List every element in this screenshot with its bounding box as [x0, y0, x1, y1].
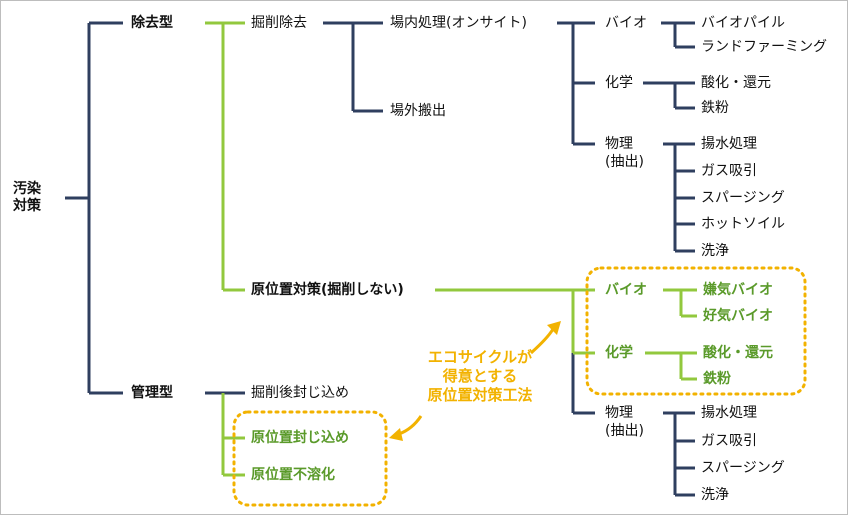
insitu-phys-item: ガス吸引	[701, 433, 757, 449]
onsite-phys-item: スパージング	[701, 190, 785, 206]
onsite-bio-label: バイオ	[605, 15, 647, 31]
onsite-bio-item: バイオパイル	[701, 15, 785, 31]
insitu-highlight-box	[585, 266, 807, 396]
highlight-boxes	[232, 266, 807, 507]
insitu-label: 原位置対策(掘削しない)	[251, 282, 404, 298]
insitu-phys-item: 揚水処理	[701, 405, 757, 421]
excavation-removal-label: 掘削除去	[251, 15, 307, 31]
management-type-label: 管理型	[131, 385, 173, 401]
insitu-bio-label: バイオ	[605, 282, 647, 298]
onsite-chem-item: 酸化・還元	[701, 75, 771, 91]
navy-connectors	[65, 21, 695, 497]
containment-highlight-box	[232, 410, 388, 507]
onsite-phys-item: 揚水処理	[701, 136, 757, 152]
management-item: 原位置封じ込め	[251, 430, 349, 446]
onsite-phys-item: ホットソイル	[701, 216, 785, 232]
insitu-chem-item: 鉄粉	[703, 371, 731, 387]
insitu-phys-item: 洗浄	[701, 487, 729, 503]
management-item: 原位置不溶化	[251, 467, 335, 483]
insitu-bio-item: 好気バイオ	[703, 308, 773, 324]
onsite-phys-item: ガス吸引	[701, 163, 757, 179]
removal-type-label: 除去型	[131, 15, 173, 31]
insitu-bio-item: 嫌気バイオ	[703, 282, 773, 298]
callout-arrows	[389, 321, 561, 441]
arrow-to-containment	[398, 415, 423, 436]
onsite-chem-item: 鉄粉	[701, 100, 729, 116]
onsite-bio-item: ランドファーミング	[701, 39, 827, 55]
root-label: 汚染 対策	[13, 181, 41, 214]
insitu-phys-item: スパージング	[701, 460, 785, 476]
offsite-transport-label: 場外搬出	[390, 103, 446, 119]
ecocycle-callout: エコサイクルが 得意とする 原位置対策工法	[427, 348, 533, 404]
insitu-chem-item: 酸化・還元	[703, 345, 773, 361]
onsite-phys-label: 物理 (抽出)	[605, 136, 644, 170]
insitu-phys-label: 物理 (抽出)	[605, 405, 644, 439]
onsite-phys-item: 洗浄	[701, 243, 729, 259]
onsite-chem-label: 化学	[605, 75, 633, 91]
management-item: 掘削後封じ込め	[251, 385, 349, 401]
onsite-treatment-label: 場内処理(オンサイト)	[390, 15, 527, 31]
arrow-to-insitu	[529, 328, 555, 355]
insitu-chem-label: 化学	[605, 345, 633, 361]
green-connectors	[205, 21, 697, 477]
